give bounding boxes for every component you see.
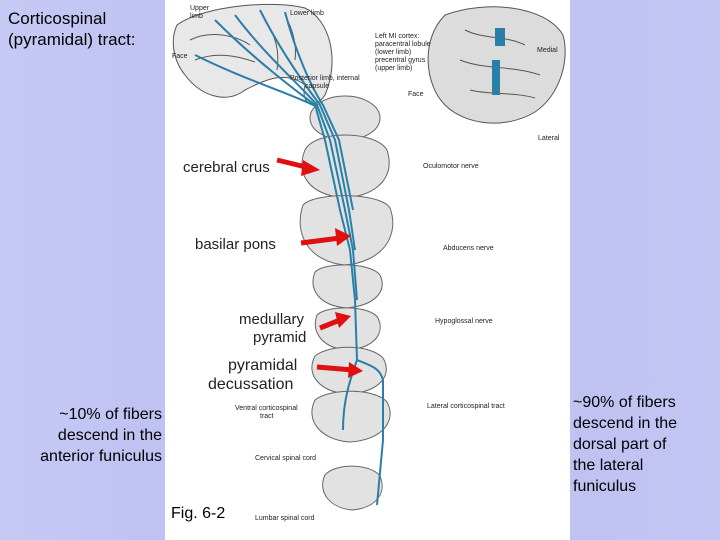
- lateral-cst-label: Lateral corticospinal tract: [427, 403, 505, 410]
- red-arrows: [276, 157, 363, 378]
- lumbar-cord-section: [322, 465, 383, 511]
- pons-arrow-shaft: [300, 235, 341, 246]
- oculomotor-label: Oculomotor nerve: [423, 163, 479, 170]
- cortex-label-1: Left MI cortex:: [375, 33, 419, 40]
- figure-label: Fig. 6-2: [171, 505, 226, 522]
- upper-limb-label-1: Upper: [190, 5, 210, 12]
- tract-fibers: [194, 9, 384, 506]
- right-note-line-3: dorsal part of: [573, 436, 667, 453]
- pyramid-arrow-head: [335, 312, 351, 328]
- upper-limb-label-2: limb: [190, 13, 203, 20]
- pons-arrow-head: [335, 228, 351, 246]
- lateral-label: Lateral: [538, 135, 560, 142]
- medulla-lower-section: [315, 307, 381, 351]
- right-note-line-1: ~90% of fibers: [573, 394, 676, 411]
- left-note-line-2: descend in the: [57, 427, 162, 444]
- anterior-funiculus-note: ~10% of fibers descend in the anterior f…: [28, 404, 162, 467]
- cortex-label-5: (upper limb): [375, 65, 412, 72]
- abducens-label: Abducens nerve: [443, 245, 494, 252]
- pyramid-arrow-shaft: [319, 317, 341, 331]
- cervical-label: Cervical spinal cord: [255, 455, 316, 462]
- lateral-funiculus-note: ~90% of fibers descend in the dorsal par…: [573, 392, 713, 497]
- right-note-line-2: descend in the: [573, 415, 678, 432]
- pons-section: [299, 195, 394, 266]
- slide-title: Corticospinal (pyramidal) tract:: [8, 9, 136, 49]
- ventral-cst-label-1: Ventral corticospinal: [235, 405, 298, 412]
- basilar-pons-label: basilar pons: [193, 235, 278, 254]
- left-note-line-1: ~10% of fibers: [59, 406, 162, 423]
- midbrain-section: [301, 134, 390, 199]
- brainstem-sections: [299, 95, 394, 511]
- paracentral-highlight: [495, 28, 505, 46]
- internal-capsule-label-1: Posterior limb, internal: [290, 75, 360, 82]
- medullary-pyramid-label-2: pyramid: [251, 328, 309, 347]
- medullary-pyramid-label-1: medullary: [237, 310, 307, 329]
- cortex-label-3: (lower limb): [375, 49, 411, 56]
- internal-capsule-label-2: capsule: [305, 83, 329, 90]
- left-note-line-3: anterior funiculus: [40, 448, 162, 465]
- hypoglossal-label: Hypoglossal nerve: [435, 318, 493, 325]
- medulla-upper-section: [312, 264, 383, 309]
- cerebral-crus-label: cerebral crus: [181, 158, 272, 177]
- face-label-right: Face: [408, 91, 424, 98]
- lower-limb-label: Lower limb: [290, 10, 324, 17]
- face-label-left: Face: [172, 53, 188, 60]
- medial-label: Medial: [537, 47, 558, 54]
- decussation-arrow-shaft: [316, 364, 354, 373]
- precentral-highlight: [492, 60, 500, 95]
- right-note-line-5: funiculus: [573, 478, 637, 495]
- ventral-cst-label-2: tract: [260, 413, 274, 420]
- corticospinal-figure: Upper limb Lower limb Face Left MI corte…: [172, 3, 566, 522]
- figure-panel: Upper limb Lower limb Face Left MI corte…: [165, 0, 570, 540]
- cortex-label-4: precentral gyrus: [375, 57, 426, 64]
- decussation-arrow-head: [348, 362, 363, 378]
- pyramidal-decussation-label-1: pyramidal: [226, 356, 300, 375]
- right-note-line-4: the lateral: [573, 457, 644, 474]
- cortex-label-2: paracentral lobule: [375, 41, 431, 48]
- lumbar-label: Lumbar spinal cord: [255, 515, 315, 522]
- pyramidal-decussation-label-2: decussation: [206, 375, 296, 394]
- crus-arrow-head: [301, 160, 320, 176]
- cervical-cord-section: [311, 390, 391, 443]
